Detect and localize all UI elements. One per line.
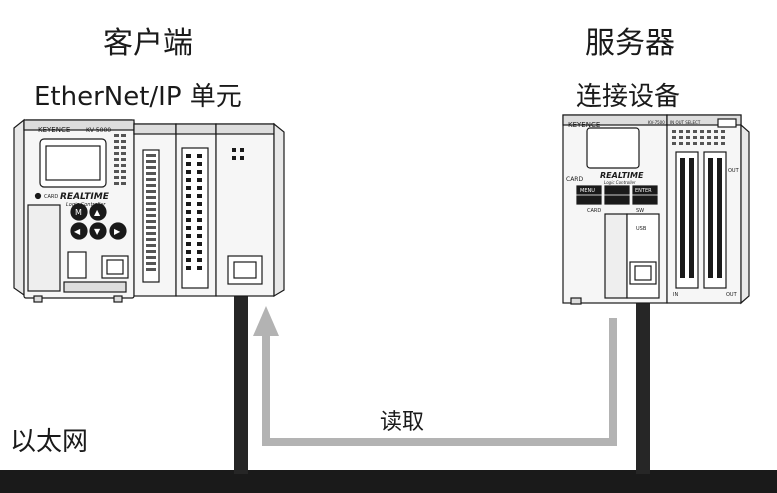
right-io-in: IN [673, 292, 678, 298]
server-label: 服务器 [585, 26, 675, 61]
left-connector-unit [175, 123, 217, 297]
ethernet-ip-unit [215, 122, 285, 298]
right-plc-card-slot: CARD [587, 208, 601, 214]
left-plc [13, 118, 135, 303]
right-plc-model: KV-7500 [648, 120, 665, 125]
key-right: ▶ [114, 227, 121, 236]
connected-device-label: 连接设备 [576, 82, 681, 112]
left-plc-card: CARD [44, 194, 58, 200]
left-plc-model: KV-5000 [86, 127, 111, 134]
ethernet-ip-unit-label: EtherNet/IP 单元 [34, 82, 242, 112]
key-up: ▲ [94, 208, 101, 217]
server-cable [636, 270, 650, 474]
key-left: ◀ [74, 227, 81, 236]
right-plc-realtime: REALTIME [600, 171, 644, 180]
key-down: ▼ [94, 227, 101, 236]
client-label: 客户端 [103, 26, 193, 61]
right-plc-enter: ENTER [635, 188, 652, 194]
right-io-out2: OUT [728, 168, 740, 174]
right-plc [562, 114, 750, 305]
right-plc-brand: KEYENCE [568, 121, 600, 129]
right-plc-usb: USB [636, 226, 647, 232]
right-io-led-label: IN OUT SELECT [670, 120, 701, 125]
left-plc-brand: KEYENCE [38, 126, 70, 134]
right-plc-menu: MENU [580, 188, 595, 194]
key-m: M [75, 208, 82, 217]
left-plc-realtime: REALTIME [60, 192, 110, 202]
left-expansion-unit [133, 123, 177, 297]
right-plc-logic-controller: Logic Controller [604, 180, 636, 185]
read-arrow [262, 318, 617, 446]
right-plc-card: CARD [566, 176, 583, 183]
ethernet-label: 以太网 [10, 427, 89, 457]
right-plc-sw: SW [636, 208, 644, 214]
left-plc-logic-controller: Logic Controller [66, 202, 106, 208]
right-io-out: OUT [726, 292, 738, 298]
read-arrow-head [253, 306, 279, 336]
ethernet-bus [0, 470, 777, 493]
read-label: 读取 [380, 410, 425, 435]
client-cable [234, 284, 248, 474]
